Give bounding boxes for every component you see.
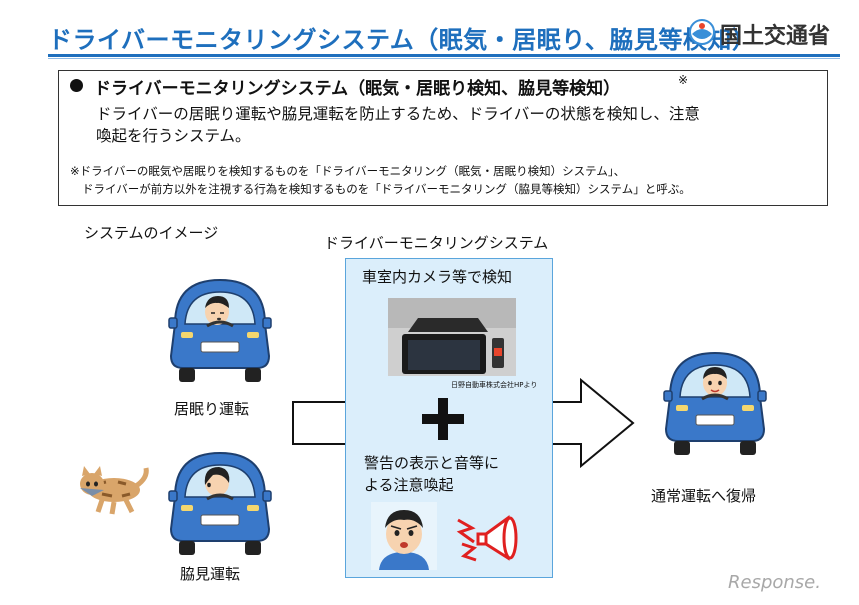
alarm-horn-icon <box>456 515 518 562</box>
definition-body-line-2: 喚起を行うシステム。 <box>96 127 251 145</box>
ministry-name: 国土交通省 <box>720 24 831 49</box>
photo-credit: 日野自動車株式会社HPより <box>451 381 538 389</box>
footnote-line-2: ドライバーが前方以外を注視する行為を検知するものを「ドライバーモニタリング（脇見… <box>82 182 691 196</box>
return-to-normal-label: 通常運転へ復帰 <box>651 487 757 505</box>
camera-detection-label: 車室内カメラ等で検知 <box>362 268 513 286</box>
dozing-driving-label: 居眠り運転 <box>174 400 250 418</box>
title-underline-thin <box>48 58 840 59</box>
worried-driver-icon <box>371 502 437 570</box>
plus-icon-bar <box>422 414 464 424</box>
system-image-label: システムのイメージ <box>84 224 219 242</box>
warning-label-line-1: 警告の表示と音等に <box>364 454 500 472</box>
car-looking-away-icon <box>168 451 272 555</box>
title-underline <box>48 54 840 57</box>
watermark: Response. <box>728 572 821 593</box>
footnote-line-1: ※ドライバーの眠気や居眠りを検知するものを「ドライバーモニタリング（眠気・居眠り… <box>70 164 626 178</box>
bullet-icon <box>70 79 83 92</box>
warning-label-line-2: よる注意喚起 <box>364 476 454 494</box>
ministry-logo-icon <box>689 19 715 45</box>
page-title: ドライバーモニタリングシステム（眠気・居眠り、脇見等検知） <box>48 26 757 54</box>
definition-body-line-1: ドライバーの居眠り運転や脇見運転を防止するため、ドライバーの状態を検知し、注意 <box>96 105 700 123</box>
car-dozing-icon <box>168 278 272 382</box>
looking-away-driving-label: 脇見運転 <box>180 565 241 583</box>
car-normal-icon <box>663 351 767 455</box>
definition-note-mark: ※ <box>678 73 689 87</box>
system-name-label: ドライバーモニタリングシステム <box>324 234 549 252</box>
in-cabin-camera-photo <box>388 298 516 376</box>
cat-icon <box>80 466 149 515</box>
definition-box <box>58 70 828 206</box>
definition-heading: ドライバーモニタリングシステム（眠気・居眠り検知、脇見等検知） <box>94 79 621 99</box>
